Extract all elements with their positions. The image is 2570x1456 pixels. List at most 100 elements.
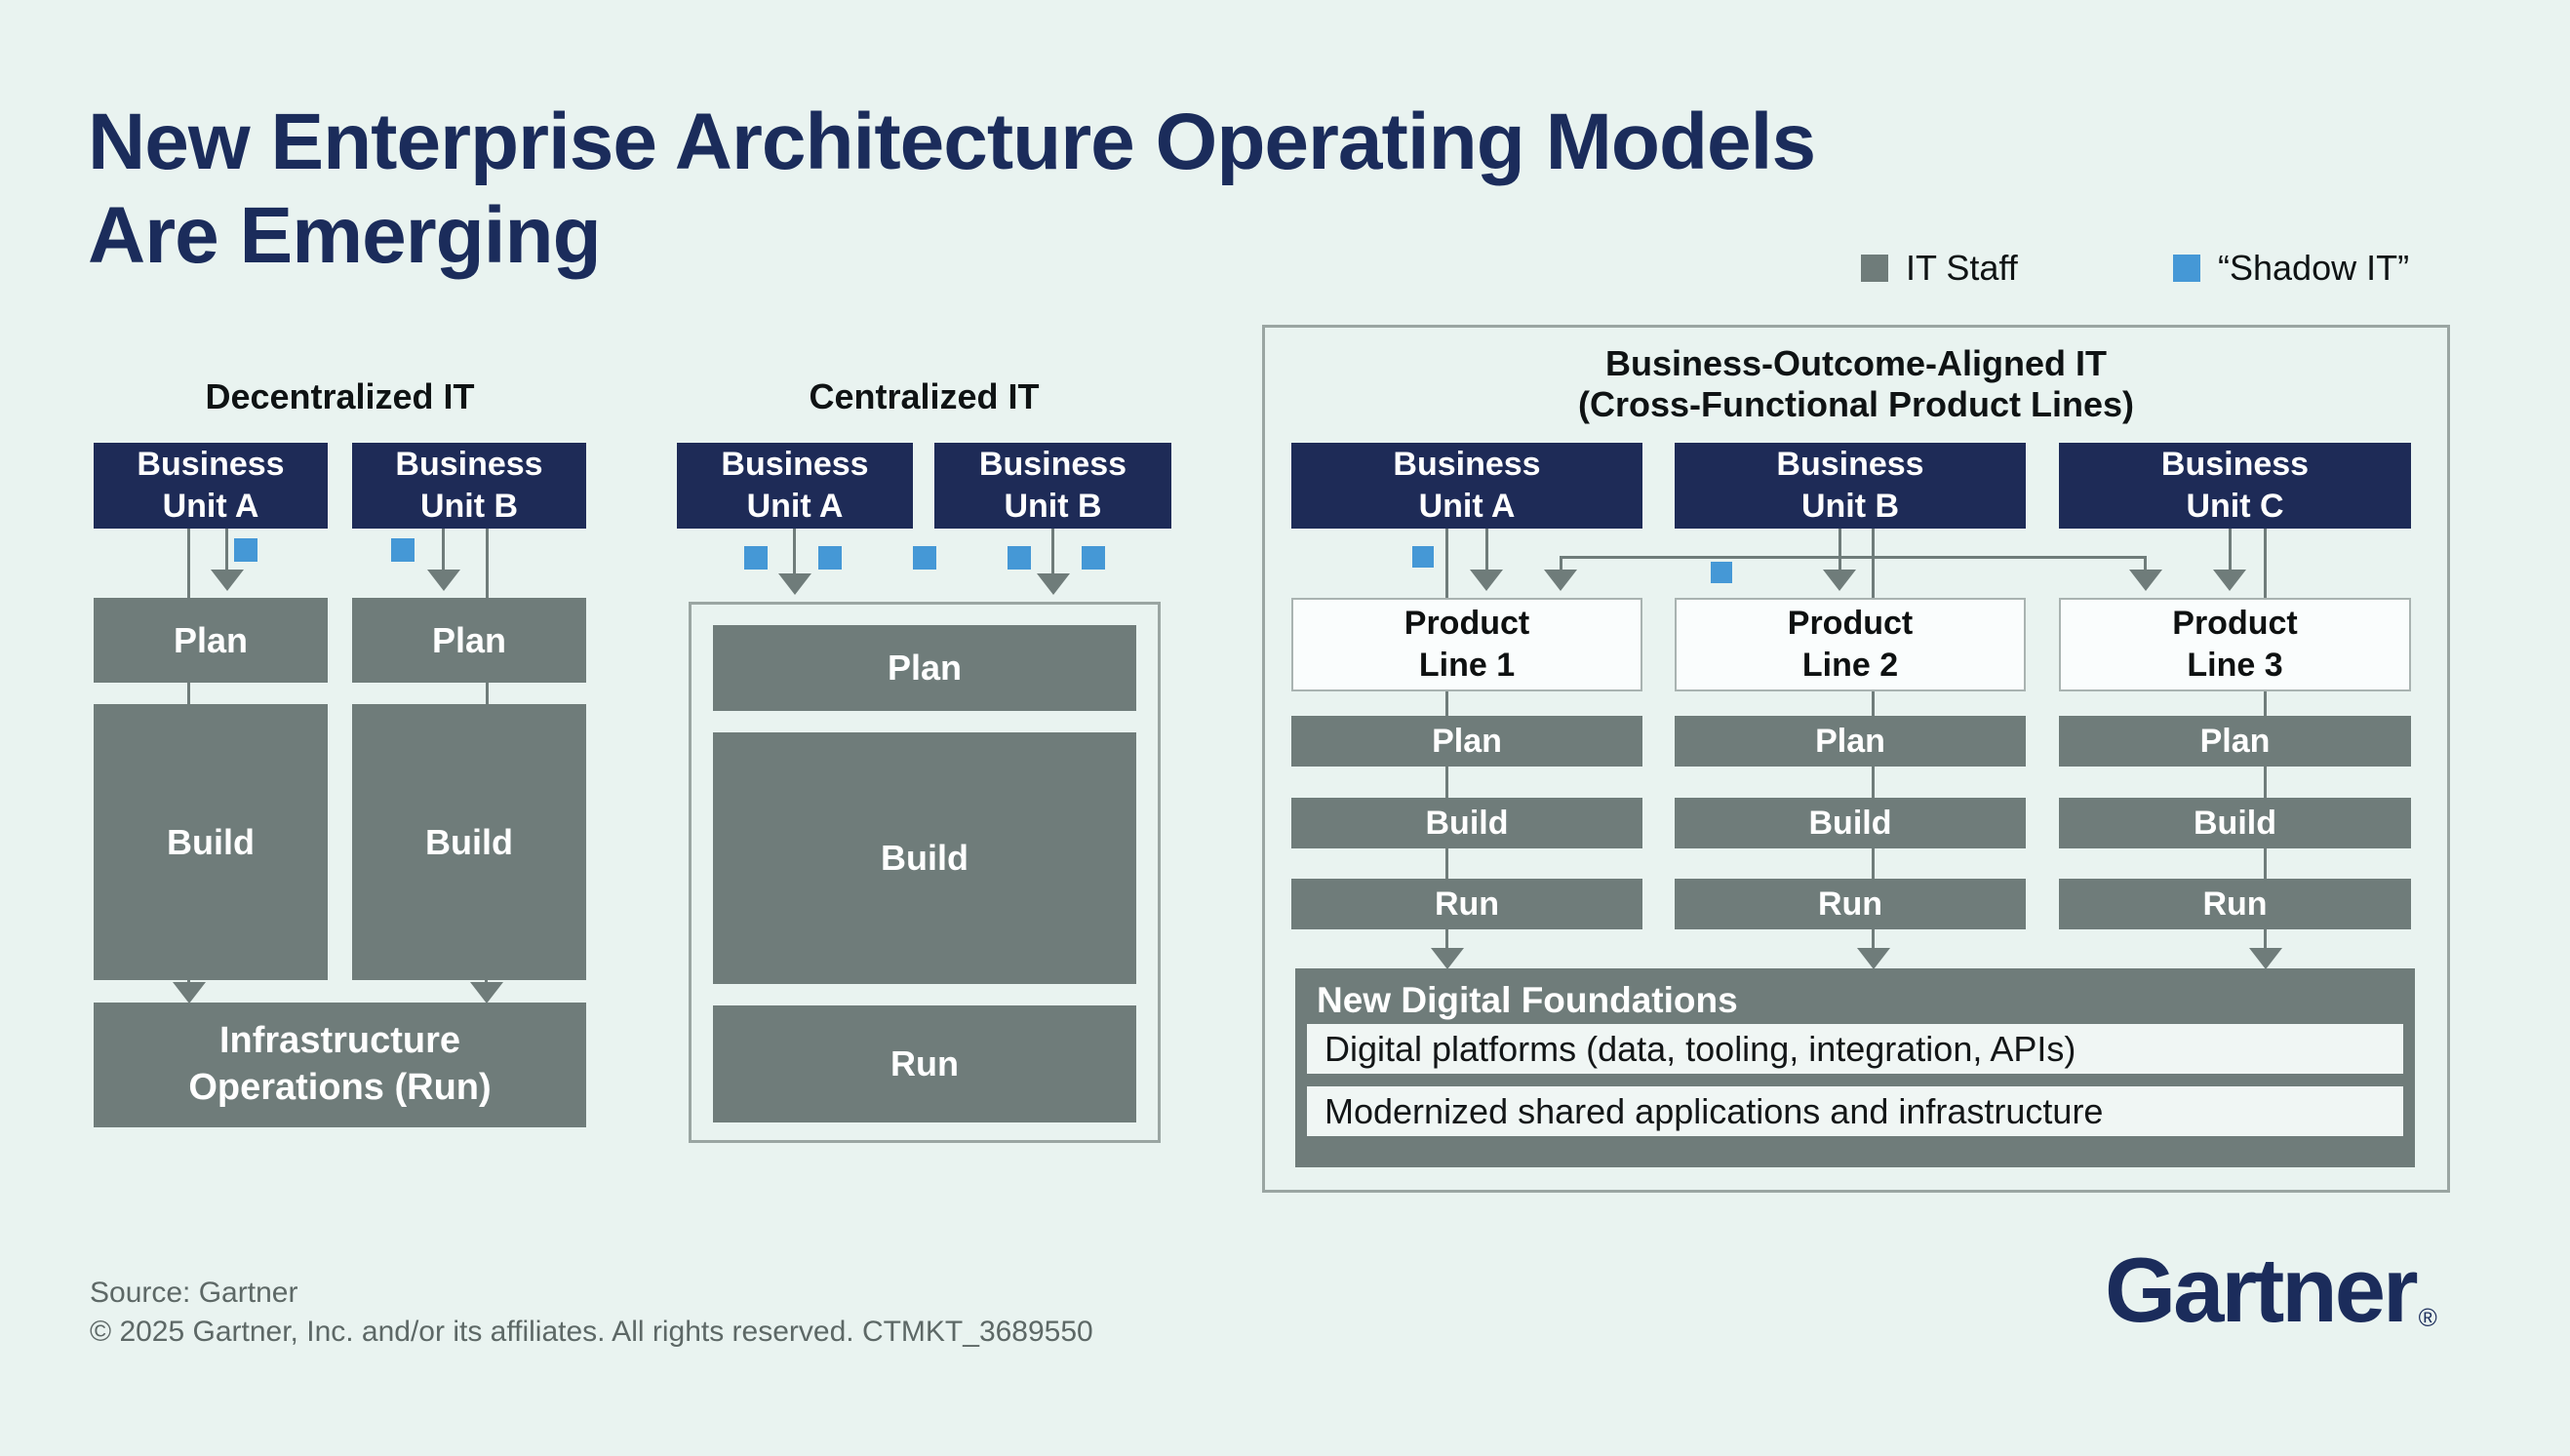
product-line-label: Product [2172, 605, 2298, 643]
arrow-line [1445, 929, 1448, 951]
product-line-label: Line 3 [2187, 647, 2283, 684]
unit-label-line: Business [1393, 446, 1541, 484]
connector-line [486, 529, 489, 598]
unit-label-line: Unit A [1418, 488, 1516, 525]
gartner-logo-text: Gartner [2105, 1239, 2419, 1341]
connector-line [2264, 691, 2267, 716]
arrow-line [1560, 556, 1562, 571]
registered-trademark-icon: ® [2418, 1303, 2437, 1332]
aligned-plan-2: Plan [1675, 716, 2026, 767]
decentralized-business-unit-b: Business Unit B [352, 443, 586, 529]
arrow-line [2264, 929, 2267, 951]
legend-it-staff-label: IT Staff [1906, 248, 2018, 288]
connector-line [2264, 529, 2267, 598]
foundation-item-modernized-apps: Modernized shared applications and infra… [1307, 1086, 2403, 1136]
centralized-business-unit-a: Business Unit A [677, 443, 913, 529]
connector-line [1445, 691, 1448, 716]
centralized-build: Build [713, 732, 1136, 984]
connector-line [1445, 529, 1448, 598]
product-line-label: Line 1 [1418, 647, 1516, 684]
shadow-it-marker [818, 546, 842, 570]
centralized-run: Run [713, 1005, 1136, 1122]
shadow-it-swatch-icon [2173, 255, 2200, 282]
connector-line [486, 683, 489, 704]
centralized-panel-title: Centralized IT [809, 376, 1040, 416]
arrow-down-icon [1037, 573, 1070, 595]
centralized-plan: Plan [713, 625, 1136, 711]
new-digital-foundations-box: New Digital Foundations Digital platform… [1295, 968, 2415, 1167]
product-line-1-box: Product Line 1 [1291, 598, 1642, 691]
centralized-business-unit-b: Business Unit B [934, 443, 1171, 529]
page-title-line1: New Enterprise Architecture Operating Mo… [88, 98, 1816, 186]
product-line-3-box: Product Line 3 [2059, 598, 2411, 691]
page-title: New Enterprise Architecture Operating Mo… [88, 96, 1816, 283]
arrow-line [2229, 529, 2232, 571]
arrow-down-icon [211, 570, 244, 591]
connector-line [1872, 848, 1875, 879]
foundation-item-digital-platforms: Digital platforms (data, tooling, integr… [1307, 1024, 2403, 1074]
arrow-down-icon [2129, 570, 2162, 591]
product-line-2-box: Product Line 2 [1675, 598, 2026, 691]
aligned-title-line2: (Cross-Functional Product Lines) [1577, 384, 2135, 425]
shadow-it-marker [744, 546, 768, 570]
shadow-it-marker [391, 538, 415, 562]
legend-shadow-it: “Shadow IT” [2173, 248, 2409, 289]
connector-line [2264, 848, 2267, 879]
product-line-label: Product [1404, 605, 1530, 643]
aligned-run-2: Run [1675, 879, 2026, 929]
unit-label-line: Business [978, 446, 1127, 484]
unit-label-line: Unit B [1004, 488, 1102, 525]
unit-label-line: Unit B [1800, 488, 1900, 525]
connector-line [1445, 848, 1448, 879]
connector-line [187, 529, 190, 598]
aligned-panel-title: Business-Outcome-Aligned IT (Cross-Funct… [1265, 343, 2447, 426]
aligned-build-2: Build [1675, 798, 2026, 848]
unit-label-line: Business [137, 446, 285, 484]
decentralized-plan-a: Plan [94, 598, 328, 683]
connector-line [1872, 529, 1875, 598]
source-note: Source: Gartner [90, 1277, 298, 1309]
infrastructure-label-line: Infrastructure [218, 1020, 461, 1062]
arrow-down-icon [470, 982, 503, 1003]
connector-line [187, 683, 190, 704]
shadow-it-marker [1082, 546, 1105, 570]
decentralized-panel-title: Decentralized IT [205, 376, 475, 416]
arrow-line [1872, 929, 1875, 951]
shadow-it-marker [1711, 562, 1732, 583]
aligned-build-3: Build [2059, 798, 2411, 848]
aligned-build-1: Build [1291, 798, 1642, 848]
arrow-line [442, 529, 445, 571]
arrow-down-icon [1470, 570, 1503, 591]
arrow-down-icon [427, 570, 460, 591]
aligned-run-1: Run [1291, 879, 1642, 929]
aligned-business-unit-b: Business Unit B [1675, 443, 2026, 529]
infrastructure-label-line: Operations (Run) [188, 1067, 492, 1108]
shadow-it-marker [913, 546, 936, 570]
shadow-it-marker [234, 538, 257, 562]
page-title-line2: Are Emerging [88, 190, 602, 280]
unit-label-line: Unit C [2186, 488, 2284, 525]
product-line-label: Line 2 [1801, 647, 1899, 684]
unit-label-line: Unit A [162, 488, 259, 525]
aligned-title-line1: Business-Outcome-Aligned IT [1604, 343, 2108, 383]
arrow-line [793, 529, 796, 577]
connector-line [1872, 691, 1875, 716]
shadow-it-marker [1412, 546, 1434, 568]
branch-line [1561, 556, 2147, 559]
gartner-logo: Gartner ® [2105, 1244, 2437, 1336]
arrow-down-icon [778, 573, 811, 595]
arrow-down-icon [2213, 570, 2246, 591]
connector-line [1872, 767, 1875, 798]
arrow-down-icon [1857, 948, 1890, 969]
shadow-it-marker [1008, 546, 1031, 570]
new-digital-foundations-title: New Digital Foundations [1317, 980, 1738, 1020]
decentralized-plan-b: Plan [352, 598, 586, 683]
connector-line [1445, 767, 1448, 798]
arrow-down-icon [173, 982, 206, 1003]
unit-label-line: Unit A [746, 488, 844, 525]
unit-label-line: Business [2160, 446, 2310, 484]
unit-label-line: Business [395, 446, 543, 484]
footer: Source: Gartner © 2025 Gartner, Inc. and… [90, 1274, 1093, 1351]
aligned-plan-3: Plan [2059, 716, 2411, 767]
